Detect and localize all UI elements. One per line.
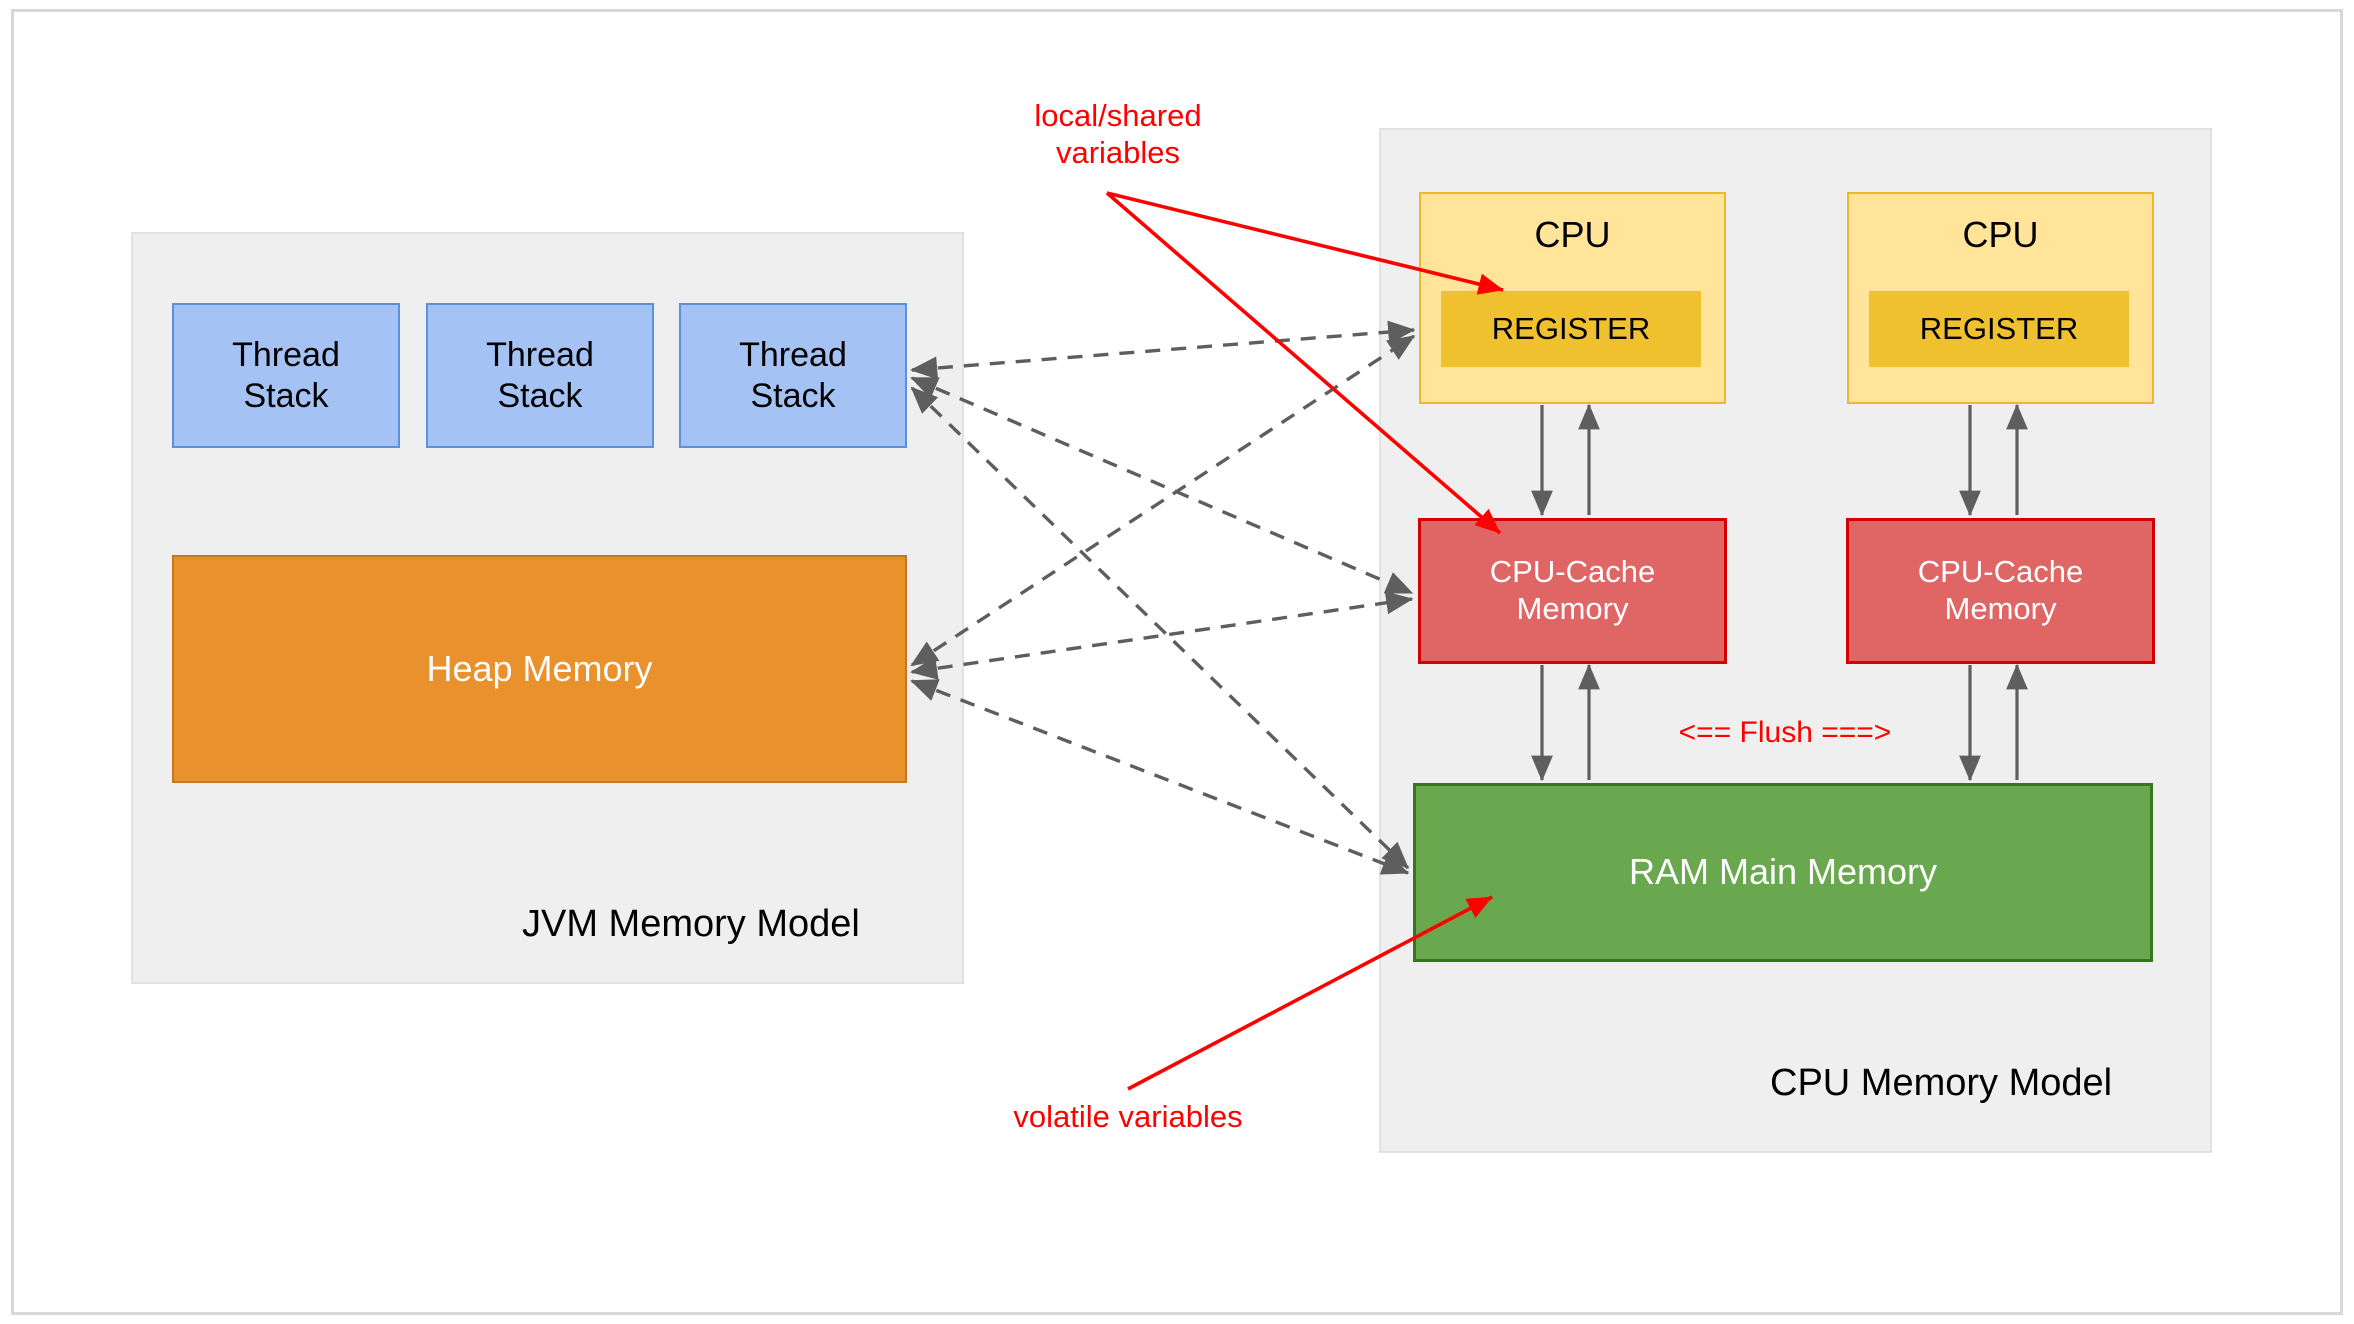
ram-main-memory-box[interactable]: RAM Main Memory (1413, 783, 2153, 962)
cpu-cache-label-1: CPU-Cache Memory (1489, 554, 1656, 626)
annotation-local-shared-variables: local/shared variables (1034, 98, 1202, 171)
cpu-memory-model-caption: CPU Memory Model (1770, 1062, 2113, 1104)
thread-stack-label-1: Thread Stack (232, 336, 340, 415)
cpu-cache-label-2: CPU-Cache Memory (1917, 554, 2084, 626)
thread-stack-box-1[interactable]: Thread Stack (172, 303, 400, 448)
heap-memory-box[interactable]: Heap Memory (172, 555, 907, 783)
annotation-volatile-variables: volatile variables (1013, 1099, 1243, 1134)
register-box-2[interactable]: REGISTER (1869, 291, 2129, 367)
register-label-2: REGISTER (1919, 311, 2079, 346)
cpu-cache-box-2[interactable]: CPU-Cache Memory (1846, 518, 2155, 664)
ram-main-memory-label: RAM Main Memory (1628, 851, 1938, 893)
jvm-memory-model-caption: JVM Memory Model (522, 903, 860, 945)
register-box-1[interactable]: REGISTER (1441, 291, 1701, 367)
annotation-flush: <== Flush ===> (1678, 716, 1892, 749)
thread-stack-label-2: Thread Stack (486, 336, 594, 415)
cpu-cache-box-1[interactable]: CPU-Cache Memory (1418, 518, 1727, 664)
thread-stack-label-3: Thread Stack (739, 336, 847, 415)
cpu-label-1: CPU (1534, 214, 1611, 255)
register-label-1: REGISTER (1491, 311, 1651, 346)
thread-stack-box-3[interactable]: Thread Stack (679, 303, 907, 448)
cpu-label-2: CPU (1962, 214, 2039, 255)
thread-stack-box-2[interactable]: Thread Stack (426, 303, 654, 448)
heap-memory-label: Heap Memory (426, 647, 653, 689)
